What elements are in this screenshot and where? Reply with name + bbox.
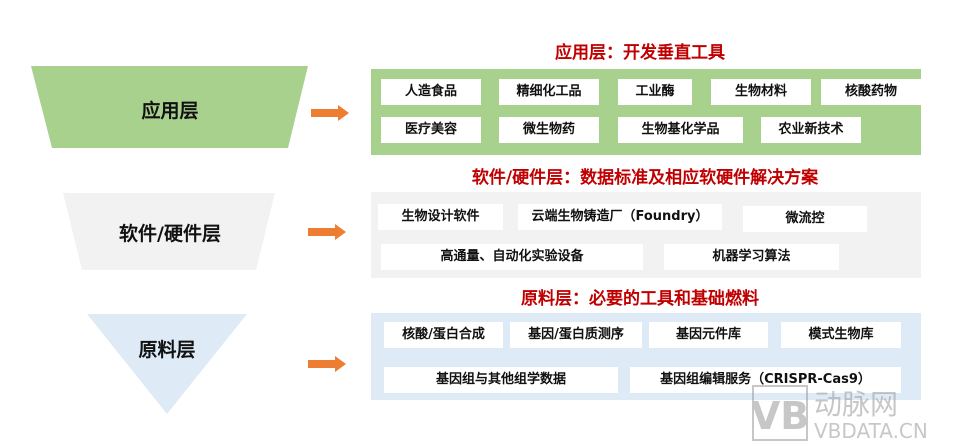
item-box: 人造食品 [381, 79, 481, 105]
watermark-logo-mark: VB [752, 394, 809, 438]
item-box: 生物基化学品 [618, 117, 743, 143]
arrow-right-icon [308, 356, 346, 372]
software-layer-title: 软件/硬件层：数据标准及相应软硬件解决方案 [471, 168, 819, 188]
item-box: 基因组编辑服务（CRISPR-Cas9） [630, 367, 901, 393]
item-box: 云端生物铸造厂（Foundry） [518, 204, 722, 230]
item-box: 核酸/蛋白合成 [384, 322, 503, 348]
watermark-en: VBDATA.CN [814, 419, 928, 442]
item-box: 医疗美容 [381, 117, 481, 143]
funnel-application-shape [31, 66, 308, 148]
watermark-logo: VB 动脉网 VBDATA.CN [752, 385, 928, 442]
item-box: 工业酶 [618, 79, 692, 105]
item-box: 生物材料 [711, 79, 811, 105]
application-layer-title: 应用层：开发垂直工具 [555, 43, 725, 63]
item-box: 基因元件库 [649, 322, 768, 348]
item-box: 核酸药物 [821, 79, 921, 105]
item-box: 高通量、自动化实验设备 [381, 244, 643, 270]
arrow-right-icon [311, 105, 349, 121]
application-layer-panel: 人造食品 精细化工品 工业酶 生物材料 核酸药物 医疗美容 微生物药 生物基化学… [371, 69, 921, 155]
item-box: 微流控 [743, 206, 867, 232]
layer-label-raw: 原料层 [138, 339, 196, 361]
item-box: 基因组与其他组学数据 [384, 367, 618, 393]
item-box: 农业新技术 [761, 117, 861, 143]
raw-layer-title: 原料层：必要的工具和基础燃料 [521, 289, 759, 309]
watermark-cn: 动脉网 [814, 388, 898, 421]
item-box: 微生物药 [499, 117, 599, 143]
arrow-right-icon [308, 224, 346, 240]
funnel-software-shape [63, 193, 275, 270]
funnel-raw-shape [87, 314, 247, 414]
raw-layer-panel: 核酸/蛋白合成 基因/蛋白质测序 基因元件库 模式生物库 基因组与其他组学数据 … [371, 313, 921, 400]
layer-label-software: 软件/硬件层 [119, 223, 221, 245]
item-box: 基因/蛋白质测序 [510, 322, 642, 348]
item-box: 模式生物库 [781, 322, 901, 348]
software-layer-panel: 生物设计软件 云端生物铸造厂（Foundry） 微流控 高通量、自动化实验设备 … [371, 192, 921, 278]
layer-label-application: 应用层 [141, 100, 199, 122]
item-box: 机器学习算法 [664, 244, 839, 270]
item-box: 精细化工品 [499, 79, 599, 105]
item-box: 生物设计软件 [378, 204, 503, 230]
